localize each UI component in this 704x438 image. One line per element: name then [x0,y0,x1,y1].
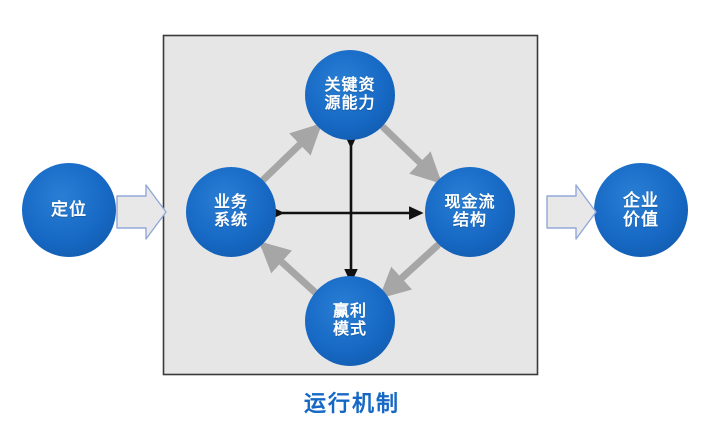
connector-profit-to-business [258,241,348,324]
left-chevron-icon [116,184,167,240]
connector-group-black [270,134,424,284]
node-positioning[interactable] [22,163,116,257]
connector-group-gray [234,98,468,324]
node-profit-model[interactable] [305,276,395,366]
panel-caption: 运行机制 [303,391,400,416]
node-key-resource[interactable] [305,50,395,140]
connector-business-to-resource [234,123,323,209]
node-business-system[interactable] [186,167,276,257]
right-chevron-icon [546,184,597,240]
connector-cashflow-to-profit [378,216,468,299]
connector-resource-to-cashflow [354,98,443,184]
node-cash-flow[interactable] [425,167,515,257]
node-enterprise-value[interactable] [594,163,688,257]
